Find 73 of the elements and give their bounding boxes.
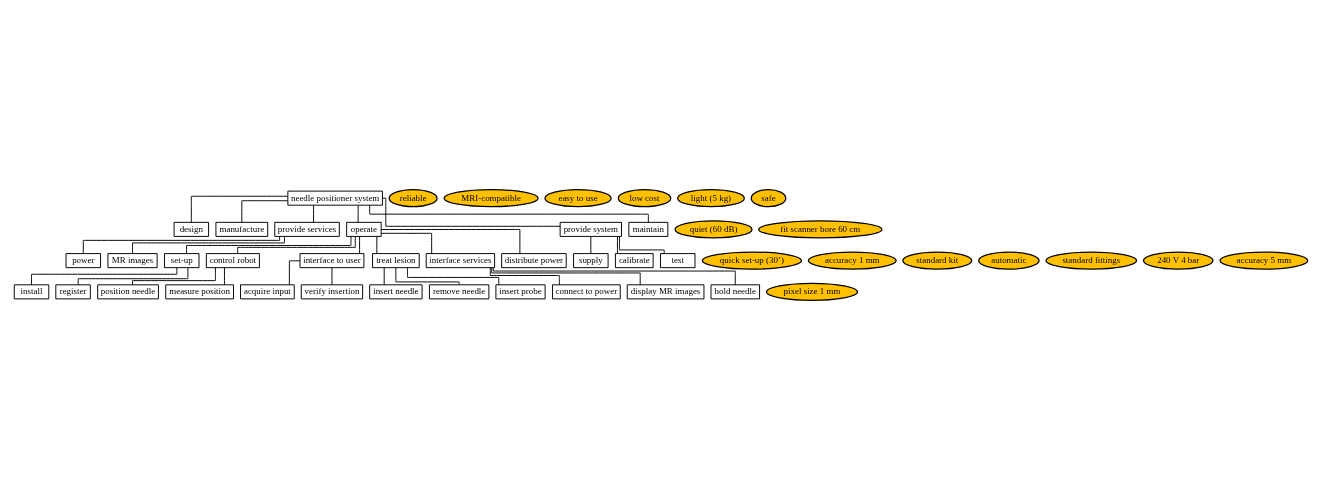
node-box: manufacture — [215, 221, 269, 237]
connector — [382, 197, 561, 227]
connector — [395, 266, 460, 285]
node-box: remove needle — [428, 283, 490, 299]
node-box: display MR images — [626, 283, 705, 299]
connector — [380, 232, 433, 254]
node-box: operate — [346, 221, 382, 237]
connector — [407, 266, 500, 285]
node-ellipse: 240 V 4 bar — [1142, 250, 1214, 270]
node-box: needle positioner system — [287, 190, 383, 206]
node-ellipse: accuracy 5 mm — [1219, 250, 1309, 270]
node-ellipse: standard kit — [902, 250, 973, 270]
node-ellipse: quiet (60 dB) — [674, 219, 753, 239]
node-ellipse: low cost — [617, 188, 672, 207]
node-box: MR images — [107, 252, 158, 268]
node-ellipse: standard fittings — [1045, 250, 1138, 270]
node-box: interface services — [425, 252, 496, 268]
connector — [132, 266, 216, 285]
connector — [77, 266, 189, 285]
connector — [369, 204, 649, 223]
node-box: supply — [573, 252, 609, 268]
connector — [132, 235, 285, 254]
node-box: interface to user — [299, 252, 365, 268]
connector — [313, 204, 315, 223]
node-box: control robot — [205, 252, 260, 268]
node-box: insert probe — [495, 283, 546, 299]
node-box: power — [65, 252, 102, 268]
connector — [359, 235, 361, 254]
connector — [241, 199, 289, 223]
node-box: measure position — [165, 283, 234, 299]
node-box: distribute power — [501, 252, 567, 268]
node-ellipse: pixel size 1 mm — [765, 282, 859, 301]
connector — [82, 235, 281, 254]
node-box: treat lesion — [372, 252, 420, 268]
node-box: register — [55, 283, 91, 299]
node-ellipse: reliable — [388, 188, 438, 207]
connector — [357, 204, 359, 223]
node-box: provide services — [274, 221, 340, 237]
node-box: verify insertion — [300, 283, 364, 299]
node-box: calibrate — [614, 252, 654, 268]
node-box: position needle — [97, 283, 159, 299]
connector — [383, 266, 385, 285]
node-ellipse: easy to use — [544, 188, 612, 207]
node-box: insert needle — [369, 283, 423, 299]
connector — [489, 266, 560, 285]
node-box: test — [660, 252, 696, 268]
connector — [331, 266, 333, 285]
node-ellipse: light (5 kg) — [677, 188, 745, 207]
node-box: acquire input — [240, 283, 295, 299]
connector — [237, 235, 356, 254]
node-ellipse: quick set-up (30’) — [701, 250, 803, 270]
node-ellipse: automatic — [978, 250, 1040, 270]
connector — [617, 235, 618, 254]
connector — [491, 266, 641, 285]
node-ellipse: accuracy 1 mm — [807, 250, 897, 270]
node-box: design — [173, 221, 210, 237]
connector — [590, 235, 592, 254]
node-ellipse: MRI-compatible — [443, 188, 539, 207]
node-ellipse: safe — [750, 188, 787, 207]
node-ellipse: fit scanner bore 60 cm — [758, 219, 883, 239]
node-box: install — [13, 283, 50, 299]
connector — [186, 235, 352, 254]
connector — [224, 266, 225, 285]
node-box: maintain — [628, 221, 669, 237]
node-box: hold needle — [710, 283, 761, 299]
node-box: provide system — [559, 221, 622, 237]
connector — [190, 195, 289, 223]
connector — [376, 235, 378, 254]
connector — [380, 228, 521, 254]
connector — [619, 235, 665, 254]
node-box: set-up — [164, 252, 200, 268]
node-box: connect to power — [552, 283, 621, 299]
connector — [288, 259, 301, 285]
